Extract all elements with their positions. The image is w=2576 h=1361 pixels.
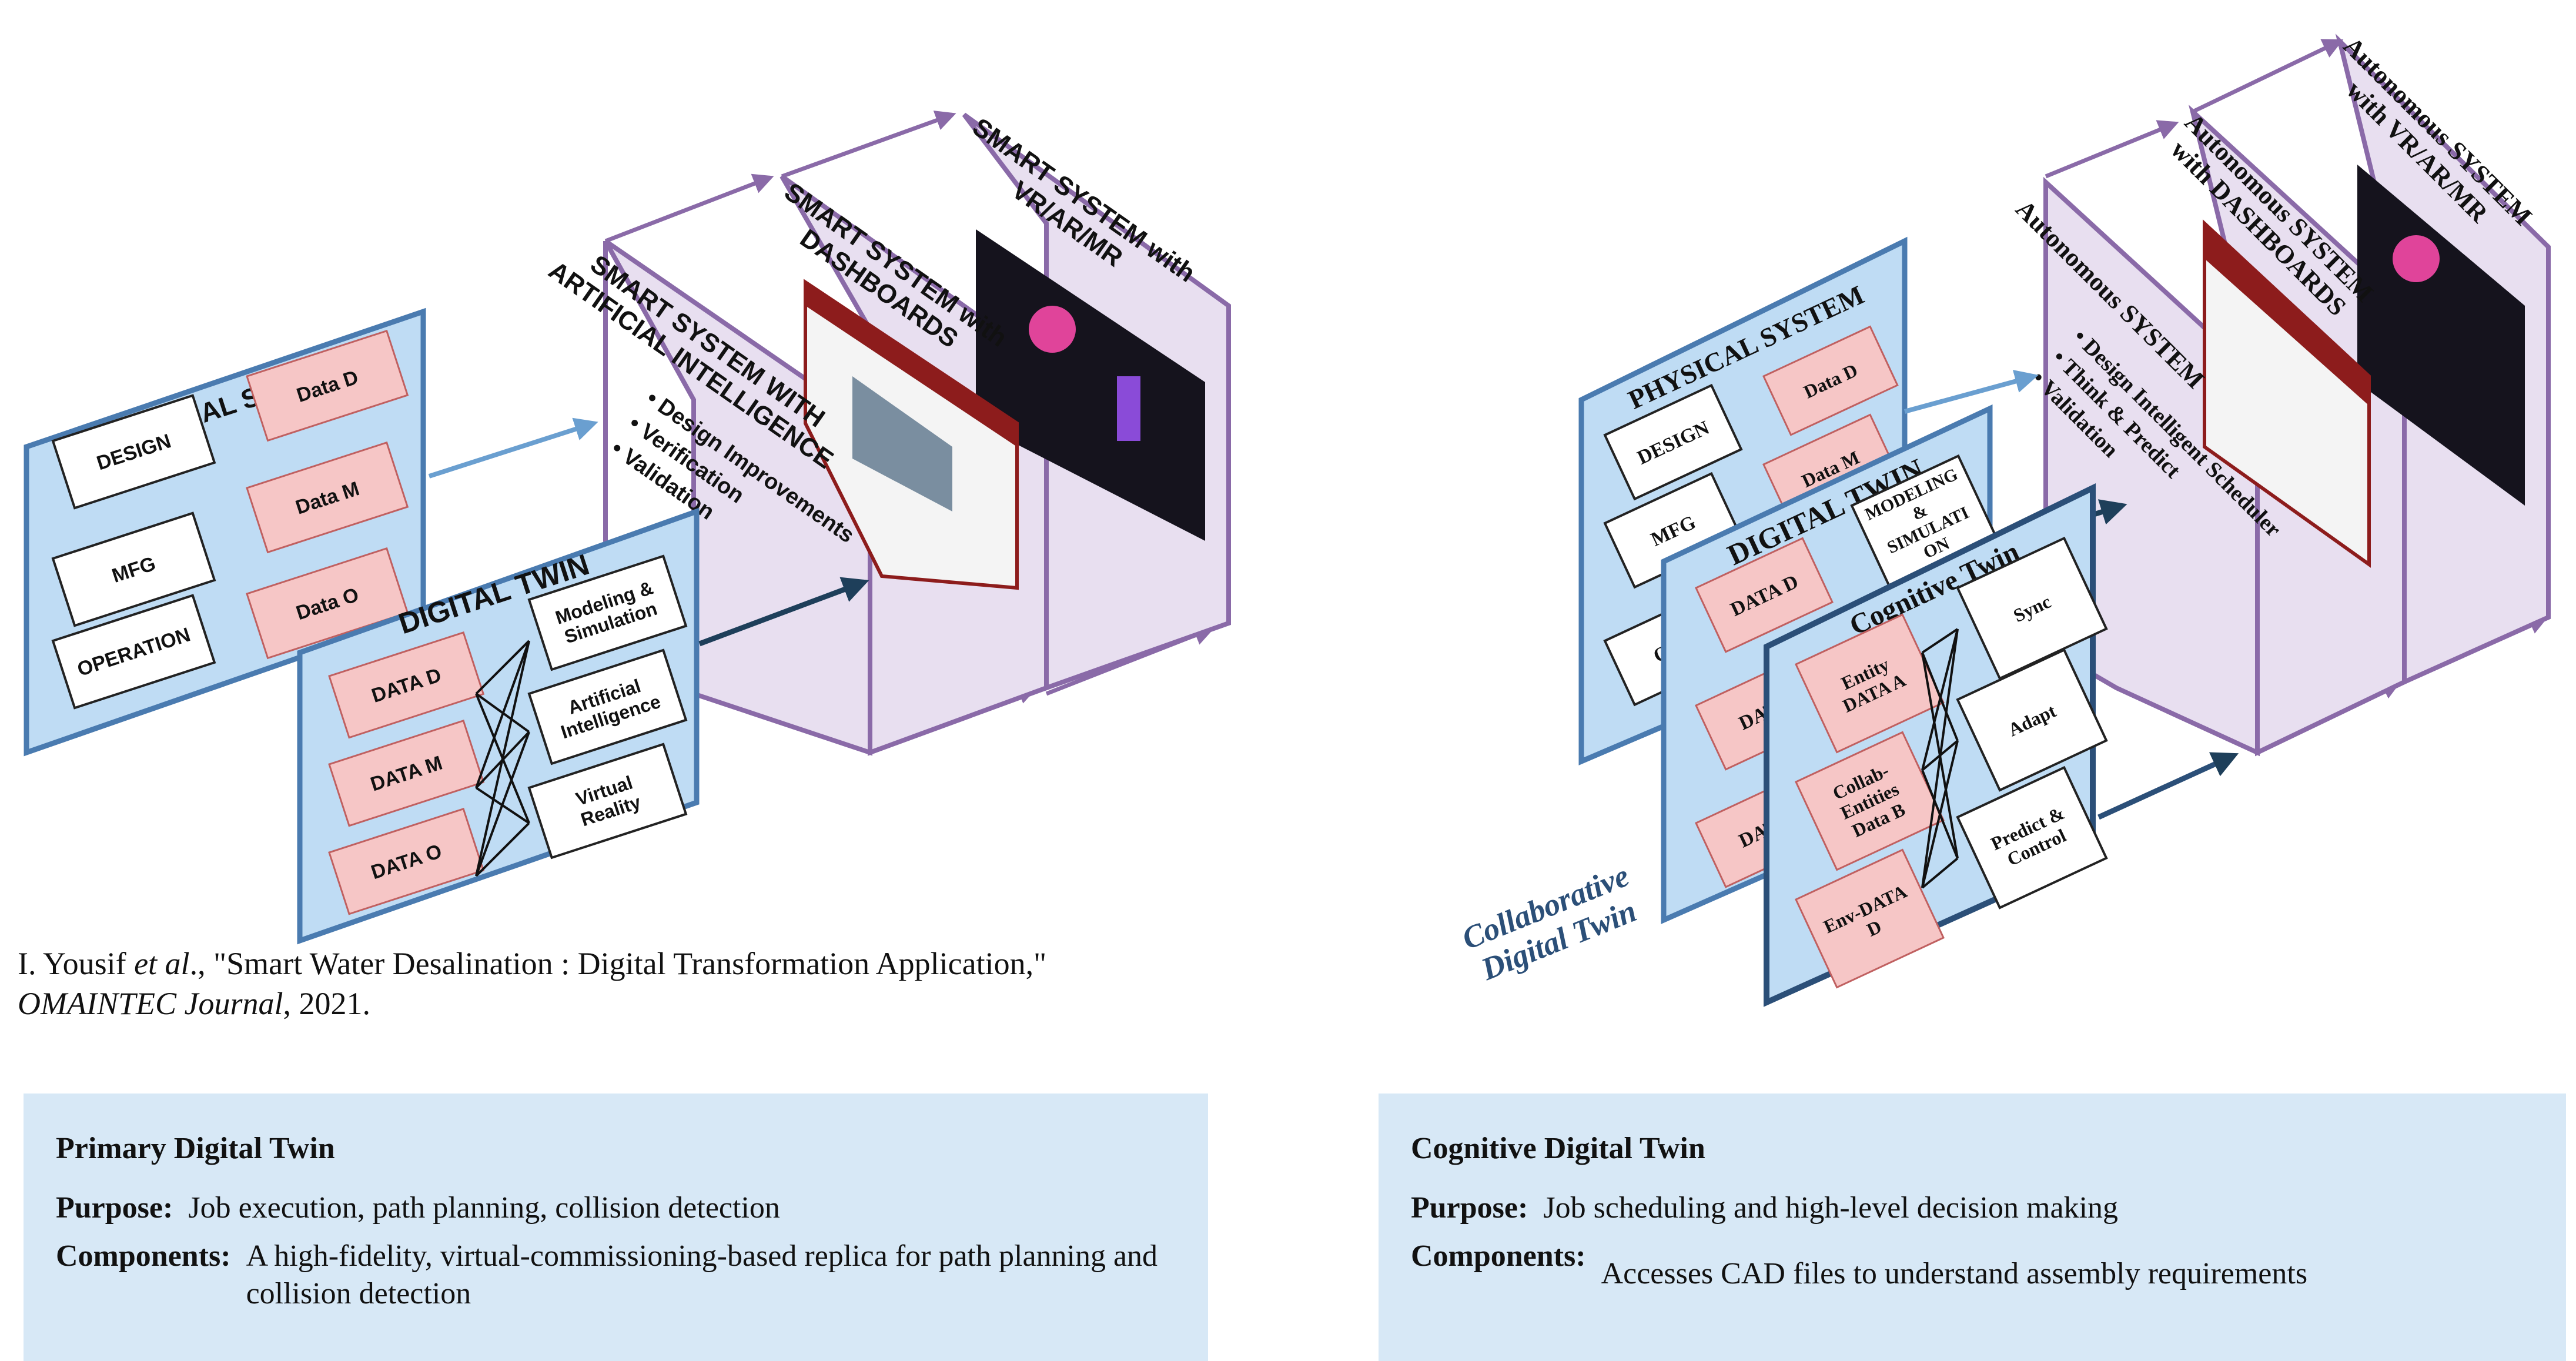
vr-screenshot-graphic [1117, 376, 1140, 441]
ps-data-g: Data D [246, 329, 409, 442]
dt-tool-g: ArtificialIntelligence [527, 648, 688, 765]
dashboard-screenshot-image [852, 376, 952, 511]
dt-data-g: DATA D [328, 631, 485, 739]
vr-screenshot [976, 229, 1205, 541]
dt-tool-g: VirtualReality [527, 743, 688, 860]
r-vr-screenshot-graphic [2393, 235, 2440, 282]
primary-purpose-label: Purpose: [56, 1191, 173, 1225]
collaborative-label: CollaborativeDigital Twin [1457, 858, 1647, 989]
cognitive-components: Accesses CAD files to understand assembl… [1601, 1257, 2308, 1290]
physical-to-ai-arrow [428, 417, 598, 479]
dt-tool-box [527, 554, 688, 671]
dt-data-box [328, 807, 485, 915]
r-panel-top-arrow [2045, 120, 2179, 179]
primary-components-label: Components: [56, 1239, 231, 1273]
r-ps-item-box [1603, 383, 1743, 501]
primary-digital-twin-box: Primary Digital Twin Purpose: Job executi… [24, 1094, 1208, 1361]
ct-tool-box [1956, 765, 2108, 909]
r-dashboard-screenshot [2203, 219, 2371, 568]
ps-item-box [51, 594, 216, 710]
ps-data-box [246, 441, 409, 554]
r-dashboard-screenshot-header [2204, 223, 2369, 406]
dt-link [475, 640, 530, 877]
dt-data-g: DATA O [328, 807, 485, 915]
ps-item-g: MFG [51, 511, 216, 627]
r-physical-arrow [1903, 370, 2039, 414]
ps-item-g: DESIGN [51, 394, 216, 510]
dashboard-screenshot-header [805, 282, 1017, 447]
panel-top-arrow [781, 111, 956, 179]
ps-item-box [51, 511, 216, 627]
dt-tool-box [527, 743, 688, 860]
dt-data-box [328, 631, 485, 739]
panel-top-arrow [604, 173, 774, 243]
ct-data-g: Env-DATAD [1795, 848, 1945, 989]
cognitive-digital-twin-box: Cognitive Digital Twin Purpose: Job sched… [1379, 1094, 2566, 1361]
ps-item-box [51, 394, 216, 510]
ct-tool-box [1956, 536, 2108, 680]
primary-components: A high-fidelity, virtual-commissioning-b… [246, 1239, 1158, 1310]
ct-link [1921, 628, 1959, 888]
cognitive-purpose-label: Purpose: [1411, 1191, 1528, 1225]
ct-link [1921, 857, 1959, 889]
ct-data-g: Collab-EntitiesData B [1795, 731, 1945, 871]
ps-data-box [246, 547, 409, 660]
r-dt-data-g: DATA D [1695, 537, 1834, 653]
vr-screenshot-graphic [1029, 306, 1076, 353]
dt-tool-box [527, 648, 688, 765]
ct-tool-box [1956, 648, 2108, 792]
diagram: SMART SYSTEM WITHARTIFICIAL INTELLIGENCE… [24, 31, 2551, 1007]
dt-link [475, 640, 530, 695]
r-dt-data-box [1695, 537, 1834, 653]
primary-purpose: Job execution, path planning, collision … [188, 1191, 780, 1225]
r-ps-item-g: DESIGN [1603, 383, 1743, 501]
citation: I. Yousif et al., "Smart Water Desalinat… [18, 946, 1047, 1021]
cognitive-purpose: Job scheduling and high-level decision m… [1543, 1191, 2119, 1225]
collab-g: CollaborativeDigital Twin [1457, 858, 1647, 989]
ps-data-g: Data M [246, 441, 409, 554]
ct-data-box [1795, 731, 1945, 871]
ct-data-g: EntityDATA A [1795, 613, 1945, 754]
r-ps-data-g: Data D [1762, 325, 1899, 436]
ct-tool-g: Sync [1956, 536, 2108, 680]
primary-title: Primary Digital Twin [56, 1132, 335, 1165]
cognitive-components-label: Components: [1411, 1239, 1586, 1273]
ct-tool-g: Adapt [1956, 648, 2108, 792]
dt-tool-g: Modeling &Simulation [527, 554, 688, 671]
ps-data-g: Data O [246, 547, 409, 660]
dt-data-box [328, 719, 485, 827]
panel-title-line: ARTIFICIAL INTELLIGENCE [543, 256, 838, 474]
dt-link [475, 822, 530, 877]
dt-to-panels-arrow [698, 577, 869, 647]
ct-link [1921, 628, 1959, 654]
ct-link [1921, 740, 1959, 888]
r-panel-top-arrow [2192, 39, 2344, 114]
dt-link [475, 640, 530, 788]
dt-link [475, 731, 530, 877]
cognitive-title: Cognitive Digital Twin [1411, 1132, 1705, 1165]
ps-data-box [246, 329, 409, 442]
ct-link [1921, 628, 1959, 771]
ct-data-box [1795, 848, 1945, 989]
ct-arrow [2097, 752, 2239, 820]
dt-data-g: DATA M [328, 719, 485, 827]
ct-tool-g: Predict &Control [1956, 765, 2108, 909]
ps-item-g: OPERATION [51, 594, 216, 710]
r-ps-data-box [1762, 325, 1899, 436]
